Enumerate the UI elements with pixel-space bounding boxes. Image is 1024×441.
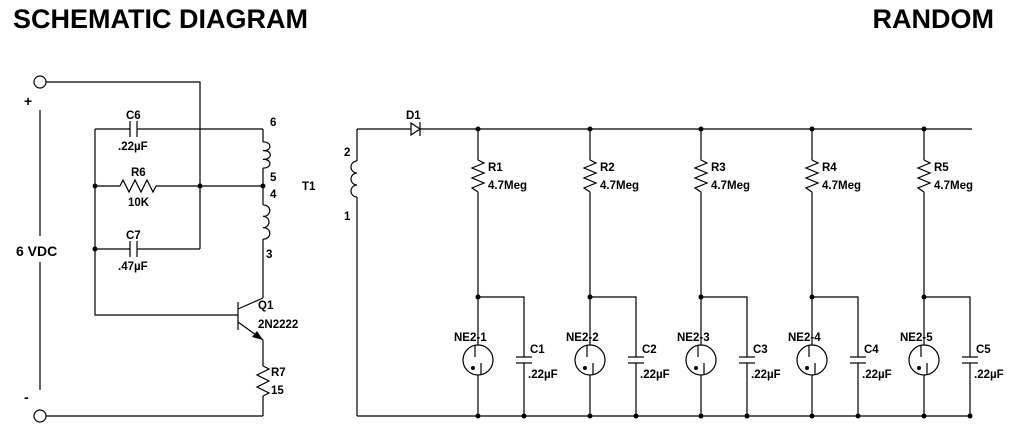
junction-dot [809,294,815,300]
junction-dot [698,413,704,419]
resistor-zigzag [582,159,598,193]
c7-ref: C7 [126,230,141,242]
d1-ref: D1 [406,110,421,122]
plus-terminal [33,75,47,89]
r6-value: 10K [128,197,150,209]
t1-pin-5: 5 [270,172,277,184]
capacitor-c7: C7 .47µF [118,230,148,273]
t1-pin-3: 3 [266,249,272,261]
resistor-r7: R7 15 [255,365,286,397]
resistor-zigzag [804,159,820,193]
junction-dot [698,126,704,132]
c6-ref: C6 [126,110,141,122]
junction-dot [809,126,815,132]
r7-ref: R7 [271,367,286,379]
junction-dot [921,294,927,300]
neon-lamp-icon [796,344,828,376]
left-wires [46,81,264,417]
junction-dot [744,413,750,419]
junction-dot [475,294,481,300]
resistor-ref: R3 [711,162,726,174]
transistor-q1: Q1 2N2222 [237,297,298,341]
resistor-value: 4.7Meg [934,180,973,192]
resistor-zigzag [693,159,709,193]
resistor-value: 4.7Meg [711,180,750,192]
neon-lamp-icon [574,344,606,376]
power-supply: + - 6 VDC [16,75,57,423]
t1-pin-2: 2 [344,147,350,159]
minus-terminal [33,409,47,423]
lamp-label: NE2-1 [454,332,487,344]
resistor-value: 4.7Meg [600,180,639,192]
t1-pin-4: 4 [270,189,277,201]
plus-label: + [24,93,32,109]
lamp-label: NE2-4 [788,332,821,344]
junction-dot [587,126,593,132]
lamp-label: NE2-5 [900,332,933,344]
capacitor-ref: C2 [642,344,657,356]
junction-dot [698,294,704,300]
neon-lamp-icon [908,344,940,376]
capacitor-value: .22µF [751,369,781,381]
junction-dot [475,413,481,419]
capacitor-ref: C3 [753,344,768,356]
resistor-zigzag [470,159,486,193]
resistor-zigzag [916,159,932,193]
t1-pin-1: 1 [344,211,351,223]
c7-value: .47µF [118,261,148,273]
neon-lamp-icon [462,344,494,376]
junction-dot [633,413,639,419]
capacitor-ref: C4 [864,344,879,356]
resistor-ref: R5 [934,162,949,174]
resistor-value: 4.7Meg [822,180,861,192]
junction-dot [587,413,593,419]
r7-value: 15 [271,385,284,397]
page-subtitle: RANDOM [872,4,995,34]
q1-value: 2N2222 [258,319,298,331]
q1-ref: Q1 [258,300,274,312]
lamp-label: NE2-3 [677,332,710,344]
neon-lamp-icon [685,344,717,376]
t1-pin-6: 6 [270,117,276,129]
junction-dot [921,126,927,132]
capacitor-value: .22µF [974,369,1004,381]
resistor-r6: R6 10K [119,167,157,209]
minus-label: - [24,389,29,405]
capacitor-c6: C6 .22µF [118,110,148,153]
r6-ref: R6 [131,167,146,179]
lamp-label: NE2-2 [566,332,599,344]
resistor-ref: R2 [600,162,615,174]
transformer-t1: 6 5 4 3 T1 2 1 [262,117,358,416]
junction-dot [587,294,593,300]
junction-dot [521,413,527,419]
resistor-ref: R4 [822,162,837,174]
capacitor-value: .22µF [528,369,558,381]
capacitor-value: .22µF [640,369,670,381]
junction-dot [967,413,973,419]
junction-dots-left [92,183,266,252]
diode-d1: D1 [357,110,972,137]
capacitor-value: .22µF [862,369,892,381]
capacitor-ref: C5 [976,344,991,356]
junction-dot [809,413,815,419]
resistor-value: 4.7Meg [488,180,527,192]
junction-dot [475,126,481,132]
voltage-label: 6 VDC [16,243,57,259]
capacitor-ref: C1 [530,344,545,356]
t1-ref: T1 [302,181,316,193]
junction-dot [921,413,927,419]
page-title: SCHEMATIC DIAGRAM [13,4,308,34]
c6-value: .22µF [118,141,148,153]
junction-dot [855,413,861,419]
resistor-ref: R1 [488,162,503,174]
